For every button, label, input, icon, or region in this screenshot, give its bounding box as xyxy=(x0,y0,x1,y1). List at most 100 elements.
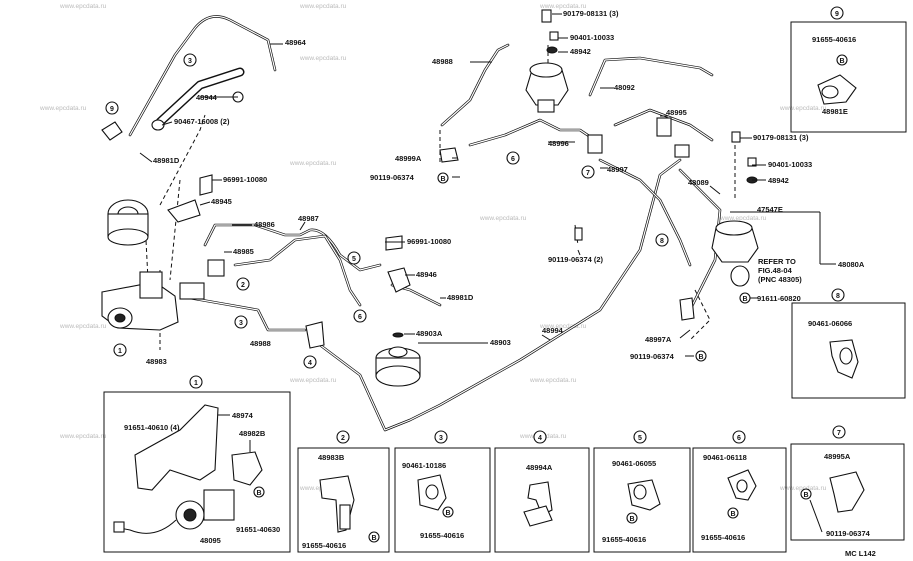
page-code: MC L142 xyxy=(845,549,876,558)
svg-text:4: 4 xyxy=(308,360,312,367)
watermark: www.epcdata.ru xyxy=(59,433,107,440)
svg-text:2: 2 xyxy=(341,435,345,442)
label-48983: 48983 xyxy=(146,357,167,366)
inset7-part1: 48995A xyxy=(824,452,851,461)
main-labels: 48964 48944 90467-16008 (2) 48981D 96991… xyxy=(146,9,865,366)
svg-text:6: 6 xyxy=(511,156,515,163)
watermark: www.epcdata.ru xyxy=(719,215,767,222)
label-48944: 48944 xyxy=(196,93,218,102)
watermark: www.epcdata.ru xyxy=(299,55,347,62)
label-48997a: 48997A xyxy=(645,335,672,344)
svg-text:7: 7 xyxy=(586,170,590,177)
label-48981d-b: 48981D xyxy=(447,293,474,302)
label-90179-a: 90179-08131 (3) xyxy=(563,9,619,18)
watermark: www.epcdata.ru xyxy=(529,377,577,384)
marker-b: B xyxy=(437,172,449,184)
marker-6: 6 xyxy=(353,309,367,323)
label-90119-b: 90119-06374 (2) xyxy=(548,255,604,264)
inset7-part2: 90119-06374 xyxy=(826,529,871,538)
marker-3: 3 xyxy=(183,53,197,67)
inset1-part1: 91651-40610 (4) xyxy=(124,423,180,432)
inset-2: 2 48983B 91655-40616 B xyxy=(297,430,390,553)
svg-text:9: 9 xyxy=(835,11,839,18)
inset4-part1: 48994A xyxy=(526,463,553,472)
inset6-part2: 91655-40616 xyxy=(701,533,745,542)
label-48092: 48092 xyxy=(614,83,635,92)
svg-text:3: 3 xyxy=(439,435,443,442)
marker-b: B xyxy=(739,292,751,304)
svg-text:B: B xyxy=(445,510,450,517)
label-refer-2: FIG.48-04 xyxy=(758,266,793,275)
label-47547e: 47547E xyxy=(757,205,783,214)
svg-text:B: B xyxy=(440,176,445,183)
label-48996: 48996 xyxy=(548,139,569,148)
label-48985: 48985 xyxy=(233,247,254,256)
label-48986: 48986 xyxy=(254,220,275,229)
label-48903a: 48903A xyxy=(416,329,443,338)
svg-text:8: 8 xyxy=(836,293,840,300)
inset3-part1: 90461-10186 xyxy=(402,461,446,470)
inset6-part1: 90461-06118 xyxy=(703,453,747,462)
inset-5: 5 90461-06055 B 91655-40616 xyxy=(593,430,691,553)
label-48988: 48988 xyxy=(250,339,271,348)
svg-text:8: 8 xyxy=(660,238,664,245)
watermark-layer: www.epcdata.ru www.epcdata.ru www.epcdat… xyxy=(39,3,827,492)
svg-text:7: 7 xyxy=(837,430,841,437)
inset-7: 7 48995A B 90119-06374 xyxy=(790,425,905,541)
svg-text:B: B xyxy=(698,354,703,361)
watermark: www.epcdata.ru xyxy=(539,3,587,10)
label-48942-b: 48942 xyxy=(768,176,789,185)
pipe-routing xyxy=(128,15,722,432)
label-48903: 48903 xyxy=(490,338,511,347)
svg-text:6: 6 xyxy=(358,314,362,321)
inset9-part1: 91655-40616 xyxy=(812,35,856,44)
label-48997: 48997 xyxy=(607,165,628,174)
inset-3: 3 90461-10186 B 91655-40616 xyxy=(394,430,491,553)
leader-lines xyxy=(139,13,836,357)
label-96991-b: 96991-10080 xyxy=(407,237,451,246)
label-48089: 48089 xyxy=(688,178,709,187)
svg-text:B: B xyxy=(730,511,735,518)
marker-1: 1 xyxy=(113,343,127,357)
svg-text:3: 3 xyxy=(239,320,243,327)
inset1-part2: 48974 xyxy=(232,411,254,420)
svg-text:1: 1 xyxy=(118,348,122,355)
inset2-part2: 91655-40616 xyxy=(302,541,346,550)
inset3-part2: 91655-40616 xyxy=(420,531,464,540)
inset-1: 1 91651-40610 (4) B 48974 48982B 48095 B… xyxy=(103,375,291,553)
inset-9: 9 91655-40616 B 48981E xyxy=(790,6,907,133)
inset8-part1: 90461-06066 xyxy=(808,319,852,328)
marker-8: 8 xyxy=(655,233,669,247)
valve-48985 xyxy=(207,259,225,277)
label-48987: 48987 xyxy=(298,214,319,223)
marker-b: B xyxy=(695,350,707,362)
svg-text:B: B xyxy=(803,492,808,499)
svg-text:3: 3 xyxy=(188,58,192,65)
label-90119-c: 90119-06374 xyxy=(630,352,675,361)
inset2-part1: 48983B xyxy=(318,453,345,462)
inset9-part2: 48981E xyxy=(822,107,848,116)
inset5-part1: 90461-06055 xyxy=(612,459,656,468)
svg-text:B: B xyxy=(629,516,634,523)
inset1-part5: 91651-40630 xyxy=(236,525,280,534)
watermark: www.epcdata.ru xyxy=(779,105,827,112)
label-90401-a: 90401-10033 xyxy=(570,33,614,42)
svg-text:B: B xyxy=(742,296,747,303)
watermark: www.epcdata.ru xyxy=(779,485,827,492)
label-48981d: 48981D xyxy=(153,156,180,165)
label-48942-a: 48942 xyxy=(570,47,591,56)
watermark: www.epcdata.ru xyxy=(479,215,527,222)
marker-5: 5 xyxy=(347,251,361,265)
marker-3: 3 xyxy=(234,315,248,329)
label-48995: 48995 xyxy=(666,108,687,117)
watermark: www.epcdata.ru xyxy=(299,3,347,10)
watermark: www.epcdata.ru xyxy=(289,377,337,384)
marker-6: 6 xyxy=(506,151,520,165)
svg-text:B: B xyxy=(839,58,844,65)
label-48080a: 48080A xyxy=(838,260,865,269)
svg-text:2: 2 xyxy=(241,282,245,289)
svg-text:5: 5 xyxy=(638,435,642,442)
circle-markers: 3 9 2 3 1 4 5 6 6 7 8 B B B xyxy=(105,53,751,369)
label-90401-b: 90401-10033 xyxy=(768,160,812,169)
